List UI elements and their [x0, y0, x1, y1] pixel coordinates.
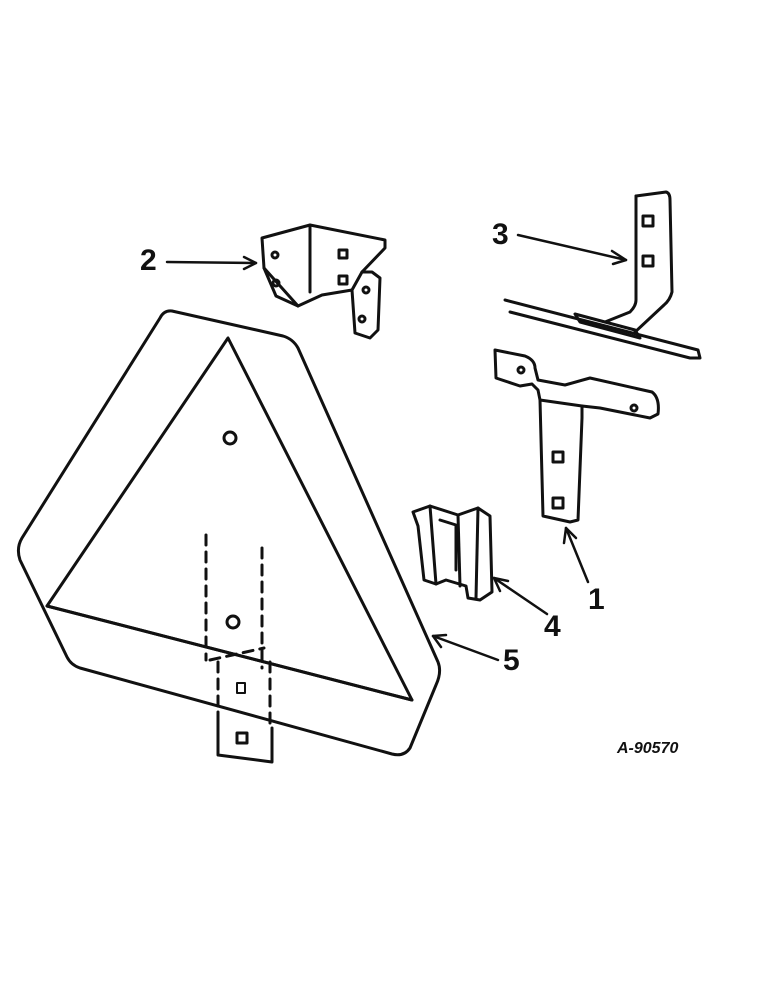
- emblem-triangle-border: [45, 336, 414, 702]
- leader-arrows: [165, 233, 628, 662]
- hidden-socket-dashed: [204, 533, 272, 730]
- figure-id-label: A-90570: [617, 740, 679, 757]
- mounting-bar: [503, 298, 702, 360]
- tab-slot-hidden: [236, 682, 246, 694]
- callout-2: 2: [140, 244, 157, 277]
- angle-bracket-part-3: [503, 190, 702, 360]
- leader-5: [431, 634, 500, 662]
- tab-slot: [235, 731, 249, 745]
- callout-1: 1: [588, 583, 605, 616]
- emblem-upper-hole: [222, 430, 238, 446]
- callout-3: 3: [492, 218, 509, 251]
- leader-3: [516, 233, 628, 262]
- t-bracket-part-1: [493, 348, 660, 524]
- leader-2: [165, 260, 258, 265]
- emblem-bottom-tab: [216, 710, 274, 764]
- leader-1: [564, 526, 590, 584]
- smv-emblem-part-5: [16, 309, 442, 764]
- emblem-bottom-edge: [45, 604, 414, 702]
- callout-4: 4: [544, 610, 561, 643]
- socket-part-4: [411, 504, 494, 602]
- callout-5: 5: [503, 644, 520, 677]
- emblem-lower-hole: [225, 614, 241, 630]
- leader-4: [492, 576, 549, 616]
- offset-bracket-part-2: [260, 223, 387, 340]
- emblem-outline: [16, 309, 442, 757]
